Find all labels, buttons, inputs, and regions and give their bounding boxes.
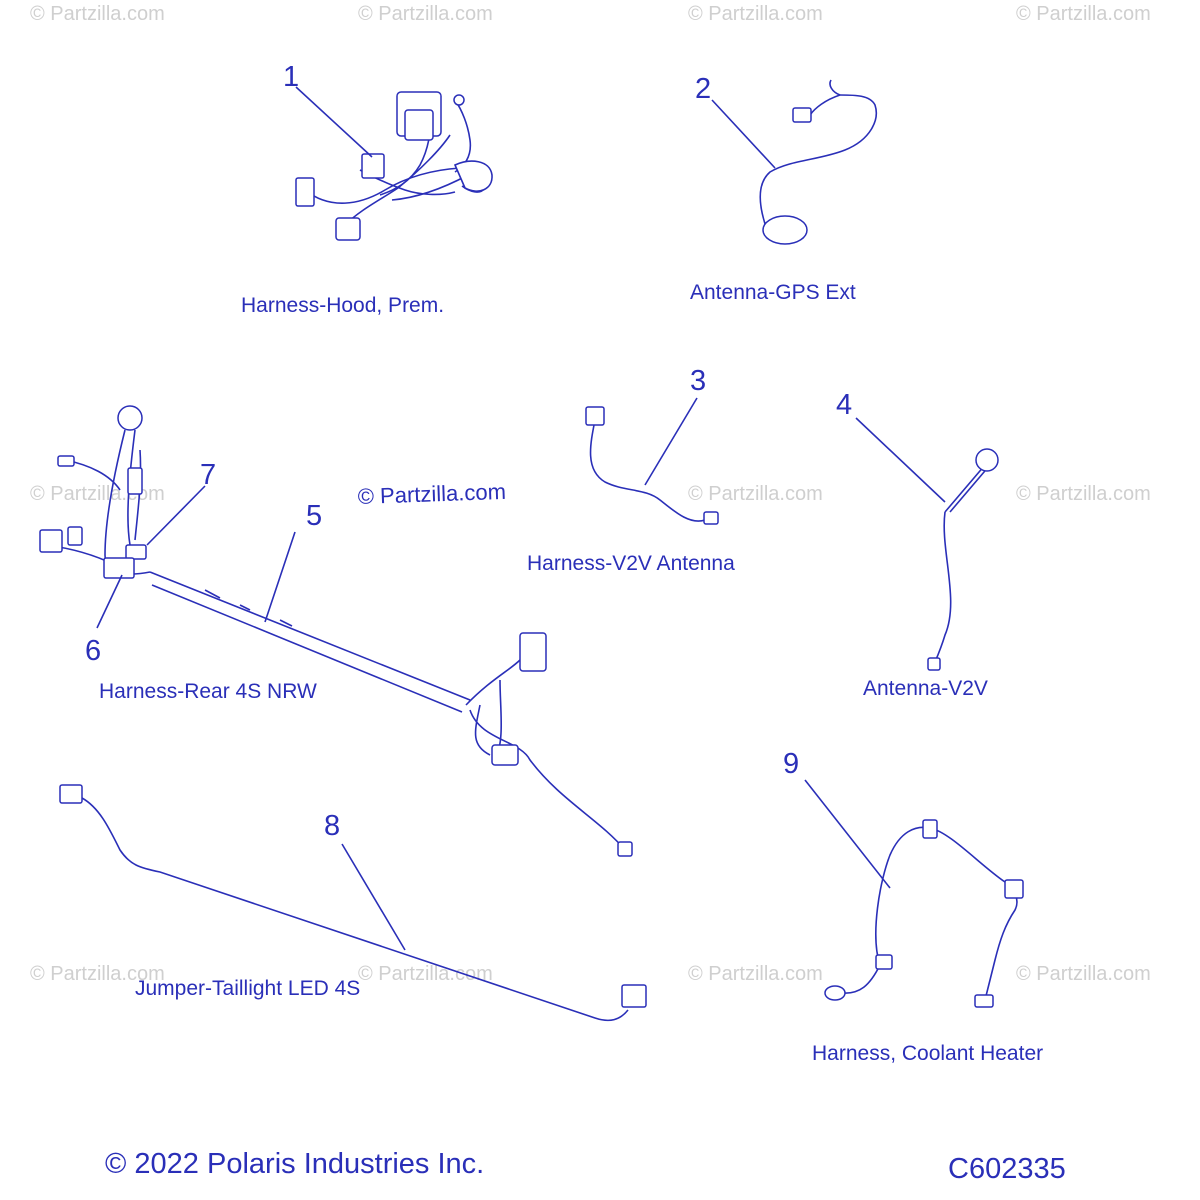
part-5-rear-harness[interactable] [39, 405, 633, 857]
callout-number-9: 9 [783, 748, 799, 780]
leader-9 [804, 779, 891, 889]
leader-1 [295, 86, 373, 158]
leader-8 [341, 843, 406, 951]
callout-label-3: Harness-V2V Antenna [527, 552, 735, 575]
watermark-grid: © Partzilla.com © Partzilla.com © Partzi… [30, 3, 1151, 985]
callout-number-1: 1 [283, 61, 299, 93]
leader-3 [644, 397, 698, 486]
watermark-text: © Partzilla.com [688, 963, 823, 985]
part-4-v2v-antenna[interactable] [927, 448, 999, 671]
callout-number-8: 8 [324, 810, 340, 842]
part-3-v2v-harness[interactable] [585, 406, 719, 525]
watermark-text: © Partzilla.com [358, 963, 493, 985]
callout-label-8: Jumper-Taillight LED 4S [135, 977, 360, 1000]
callout-label-4: Antenna-V2V [863, 677, 988, 700]
watermark-text: © Partzilla.com [358, 3, 493, 25]
callout-number-5: 5 [306, 500, 322, 532]
watermark-text: © Partzilla.com [1016, 3, 1151, 25]
part-2-gps-antenna[interactable] [759, 79, 877, 245]
leader-6 [96, 574, 123, 629]
center-watermark: © Partzilla.com [357, 479, 506, 509]
leader-2 [711, 99, 776, 169]
part-8-taillight-jumper[interactable] [59, 784, 647, 1022]
callout-label-1: Harness-Hood, Prem. [241, 294, 444, 317]
leader-4 [855, 417, 946, 503]
callout-number-2: 2 [695, 73, 711, 105]
watermark-text: © Partzilla.com [30, 963, 165, 985]
callout-number-3: 3 [690, 365, 706, 397]
leader-5 [264, 531, 296, 623]
callout-label-2: Antenna-GPS Ext [690, 281, 856, 304]
callout-number-7: 7 [200, 459, 216, 491]
leader-7 [146, 485, 206, 546]
callout-number-4: 4 [836, 389, 852, 421]
callout-label-5: Harness-Rear 4S NRW [99, 680, 317, 703]
watermark-text: © Partzilla.com [1016, 963, 1151, 985]
watermark-text: © Partzilla.com [688, 483, 823, 505]
callout-label-9: Harness, Coolant Heater [812, 1042, 1043, 1065]
callout-number-6: 6 [85, 635, 101, 667]
watermark-text: © Partzilla.com [30, 3, 165, 25]
part-9-coolant-heater-harness[interactable] [824, 819, 1024, 1008]
copyright-text: © 2022 Polaris Industries Inc. [105, 1148, 484, 1180]
watermark-text: © Partzilla.com [30, 483, 165, 505]
diagram-code: C602335 [948, 1153, 1066, 1185]
watermark-text: © Partzilla.com [688, 3, 823, 25]
watermark-text: © Partzilla.com [1016, 483, 1151, 505]
part-1-hood-harness[interactable] [295, 91, 493, 241]
